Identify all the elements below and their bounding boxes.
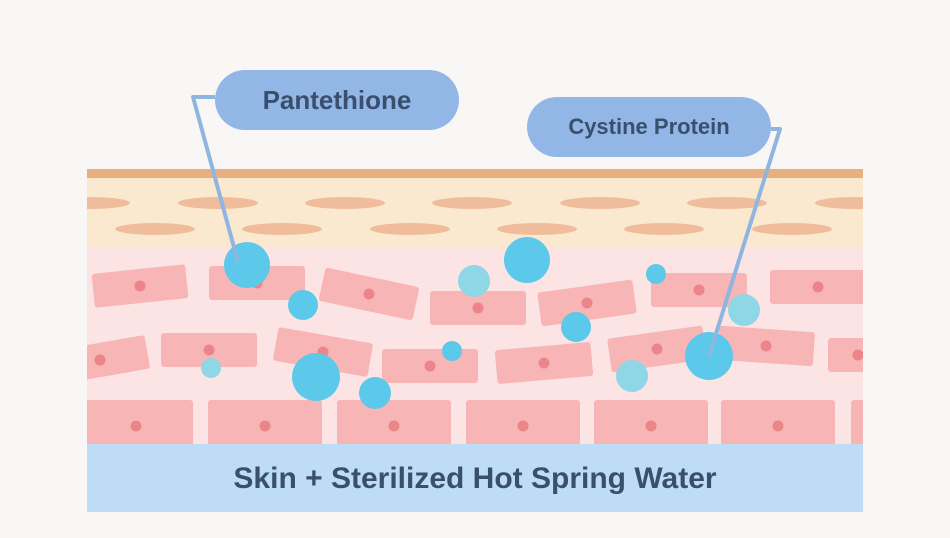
skin-cell [87,400,193,444]
cell-nucleus [134,280,146,292]
skin-cell [828,338,863,372]
skin-cell [319,267,419,321]
skin-cell [466,400,580,444]
skin-cell [770,270,863,304]
upper-oval [115,223,195,235]
pantethione-leader-line [191,95,240,263]
skin-cell [87,335,150,385]
molecule-dark [292,353,340,401]
base-layer-caption: Skin + Sterilized Hot Spring Water [233,462,717,495]
upper-oval [560,197,640,209]
skin-surface-line [87,169,863,178]
cell-nucleus [388,420,400,432]
upper-oval [624,223,704,235]
molecule-light [728,294,760,326]
molecule-dark [646,264,666,284]
upper-oval [370,223,450,235]
skin-cells [87,264,877,444]
upper-oval [497,223,577,235]
upper-oval [815,197,863,209]
molecule-light [458,265,490,297]
skin-cell [717,325,815,367]
cell-nucleus [94,354,106,366]
molecules [201,237,760,409]
cell-nucleus [581,297,593,309]
cell-body [851,400,863,444]
molecule-dark [359,377,391,409]
pantethione-label: Pantethione [215,70,459,130]
cell-nucleus [760,340,772,352]
skin-cell [594,400,708,444]
upper-oval [242,223,322,235]
upper-oval [87,197,130,209]
cell-nucleus [363,288,375,300]
cell-nucleus [693,284,705,296]
cell-nucleus [259,420,271,432]
cell-nucleus [517,420,529,432]
skin-cell [494,342,594,384]
upper-oval [178,197,258,209]
molecule-dark [288,290,318,320]
skin-cell [208,400,322,444]
skin-cell [537,279,637,327]
cell-nucleus [645,420,657,432]
cystine-protein-label: Cystine Protein [527,97,771,157]
molecule-dark [224,242,270,288]
skin-cell [851,400,877,444]
cell-nucleus [130,420,142,432]
hot-spring-water-layer [87,444,863,512]
upper-oval [752,223,832,235]
molecule-dark [442,341,462,361]
cell-nucleus [472,302,484,314]
skin-cell [337,400,451,444]
cell-nucleus [812,281,824,293]
upper-oval [878,223,950,235]
molecule-light [201,358,221,378]
skin-cell [161,333,257,367]
upper-oval [305,197,385,209]
cell-nucleus [852,349,863,361]
cell-nucleus [866,421,877,432]
upper-layer-ovals [87,197,950,235]
molecule-dark [561,312,591,342]
molecule-light [616,360,648,392]
skin-cell [382,349,478,383]
skin-cell [651,273,747,307]
upper-oval [432,197,512,209]
cell-nucleus [651,343,663,355]
cell-nucleus [203,344,215,356]
cell-body [828,338,863,372]
upper-oval [687,197,767,209]
cell-nucleus [772,420,784,432]
cell-body [87,400,193,444]
cell-nucleus [424,360,436,372]
skin-cell [721,400,835,444]
skin-cell [91,264,189,308]
cystine-leader-line [707,127,782,357]
cell-nucleus [538,357,550,369]
molecule-dark [504,237,550,283]
skin-cell [430,291,526,325]
